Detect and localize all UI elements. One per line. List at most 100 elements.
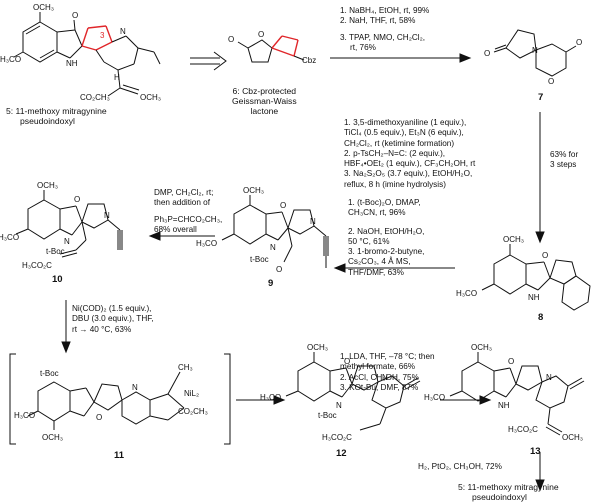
- compound-9-structure: [221, 195, 329, 268]
- atom-n: N: [104, 211, 110, 220]
- atom-n: N: [270, 243, 276, 252]
- atom-n: N: [64, 237, 70, 246]
- condition-line: 2. NaOH, EtOH/H₂O,: [348, 226, 425, 236]
- atom-o: O: [576, 38, 582, 47]
- atom-ome: OCH₃: [243, 186, 264, 195]
- compound-5-name: 5: 11-methoxy mitragynine pseudoindoxyl: [6, 106, 107, 126]
- condition-line: CH₃CN, rt, 96%: [348, 208, 406, 218]
- atom-ome: OCH₃: [42, 433, 63, 442]
- yield-line: 63% for: [550, 150, 579, 159]
- atom-meo: H₃CO: [424, 393, 445, 402]
- atom-o: O: [74, 195, 80, 204]
- condition-line: DBU (3.0 equiv.), THF,: [72, 314, 154, 324]
- compound-6-name-line2: Geissman-Waiss: [232, 96, 297, 107]
- atom-o: O: [548, 77, 554, 86]
- compound-5-name-line2: pseudoindoxyl: [20, 116, 75, 127]
- condition-line: 2. NaH, THF, rt, 58%: [340, 16, 416, 26]
- compound-10-structure: [15, 190, 123, 258]
- condition-line: CH₂Cl₂, rt (ketimine formation): [344, 138, 455, 148]
- compound-8-structure: [481, 244, 591, 311]
- atom-meo: H₃CO: [0, 233, 19, 242]
- conditions-7-to-8: 1. 3,5-dimethoxyaniline (1 equiv.), TiCl…: [344, 118, 475, 190]
- atom-meo2c: H₃CO₂C: [322, 433, 352, 442]
- atom-n: N: [310, 217, 316, 226]
- atom-nh: NH: [498, 401, 510, 410]
- final-product-label: 5: 11-methoxy mitragynine pseudoindoxyl: [458, 482, 559, 502]
- final-product-line2: pseudoindoxyl: [472, 492, 527, 503]
- atom-n: N: [120, 27, 126, 36]
- conditions-9-to-10: DMP, CH₂Cl₂, rt; then addition of Ph₃P=C…: [154, 188, 222, 235]
- condition-line: 2. AcCl, CH₃OH, 75%: [340, 372, 419, 382]
- condition-line: 1. 3,5-dimethoxyaniline (1 equiv.),: [344, 118, 467, 127]
- atom-nh: NH: [66, 59, 78, 68]
- conditions-10-to-11: Ni(COD)₂ (1.5 equiv.), DBU (3.0 equiv.),…: [72, 304, 154, 335]
- compound-9-number: 9: [268, 278, 274, 289]
- atom-n3: 3: [100, 31, 105, 40]
- atom-ome: OCH₃: [33, 3, 54, 12]
- atom-co2me: CO₂CH₃: [80, 93, 110, 102]
- atom-n: N: [336, 401, 342, 410]
- atom-tboc: t-Boc: [250, 255, 269, 264]
- atom-n: N: [546, 373, 552, 382]
- condition-line: TiCl₄ (0.5 equiv.), Et₃N (6 equiv.),: [344, 128, 464, 138]
- atom-o: O: [228, 35, 234, 44]
- atom-ome: OCH₃: [307, 343, 328, 352]
- condition-line: rt → 40 °C, 63%: [72, 324, 132, 334]
- conditions-8-to-9: 1. (t-Boc)₂O, DMAP, CH₃CN, rt, 96% 2. Na…: [348, 198, 424, 278]
- condition-line: methyl formate, 66%: [340, 362, 416, 372]
- atom-ome: OCH₃: [37, 181, 58, 190]
- atom-meo2c: H₃CO₂C: [22, 261, 52, 270]
- condition-line: 3. 1-bromo-2-butyne,: [348, 247, 425, 257]
- conditions-13-to-5: H₂, PtO₂, CH₃OH, 72%: [418, 462, 502, 471]
- atom-h: H: [114, 73, 120, 82]
- compound-5-name-line1: 5: 11-methoxy mitragynine: [6, 106, 107, 116]
- compound-7-number: 7: [538, 92, 544, 103]
- condition-line: 68% overall: [154, 224, 197, 234]
- compound-6-name: 6: Cbz-protected Geissman-Waiss lactone: [232, 86, 297, 117]
- atom-meo: H₃CO: [196, 239, 217, 248]
- compound-10-number: 10: [52, 274, 63, 285]
- atom-o: O: [280, 201, 286, 210]
- compound-12-structure: [285, 352, 421, 431]
- retrosynthesis-arrow: [190, 51, 227, 71]
- compound-11-number: 11: [114, 450, 125, 461]
- final-product-line1: 5: 11-methoxy mitragynine: [458, 482, 559, 492]
- compound-6-structure: [237, 35, 305, 63]
- condition-line: 3. Na₂S₂O₅ (3.7 equiv.), EtOH/H₂O,: [344, 169, 473, 179]
- atom-o: O: [258, 30, 264, 39]
- condition-line: Ni(COD)₂ (1.5 equiv.),: [72, 304, 152, 313]
- compound-8-number: 8: [538, 312, 544, 323]
- atom-meo: H₃CO: [456, 289, 477, 298]
- atom-co2me: CO₂CH₃: [178, 407, 208, 416]
- conditions-12-to-13: 1. LDA, THF, –78 °C; then methyl formate…: [340, 352, 435, 393]
- condition-line: then addition of: [154, 198, 210, 208]
- atom-meo: H₃CO: [0, 55, 21, 64]
- compound-6-name-line1: 6: Cbz-protected: [232, 86, 297, 96]
- condition-line: reflux, 8 h (imine hydrolysis): [344, 179, 446, 189]
- compound-13-structure: [449, 352, 585, 436]
- atom-tboc: t-Boc: [46, 247, 65, 256]
- atom-ome-side: OCH₃: [140, 93, 161, 102]
- compound-13-number: 13: [530, 446, 541, 457]
- atom-oh: O: [276, 265, 282, 274]
- atom-meo: H₃CO: [14, 411, 35, 420]
- atom-ome: OCH₃: [503, 235, 524, 244]
- atom-nil2: NiL₂: [184, 389, 199, 398]
- compound-7-structure: [493, 29, 577, 77]
- atom-ome: OCH₃: [562, 433, 583, 442]
- atom-ome: OCH₃: [471, 343, 492, 352]
- condition-line: 1. LDA, THF, –78 °C; then: [340, 352, 435, 361]
- condition-line: 1. (t-Boc)₂O, DMAP,: [348, 198, 421, 207]
- compound-5-structure: [13, 12, 161, 97]
- condition-line: 3. KOt-Bu, DMF, 87%: [340, 382, 419, 392]
- yield-line: 3 steps: [550, 160, 577, 170]
- atom-o: O: [72, 11, 78, 20]
- conditions-6-to-7: 1. NaBH₄, EtOH, rt, 99% 2. NaH, THF, rt,…: [340, 6, 429, 53]
- atom-n: N: [532, 46, 538, 55]
- atom-meo: H₃CO: [260, 393, 281, 402]
- condition-line: rt, 76%: [350, 42, 376, 52]
- condition-line: 3. TPAP, NMO, CH₂Cl₂,: [340, 32, 426, 42]
- compound-12-number: 12: [336, 448, 347, 459]
- condition-line: HBF₄•OEt₂ (1 equiv.), CF₃CH₂OH, rt: [344, 159, 476, 169]
- compound-6-name-line3: lactone: [250, 106, 279, 117]
